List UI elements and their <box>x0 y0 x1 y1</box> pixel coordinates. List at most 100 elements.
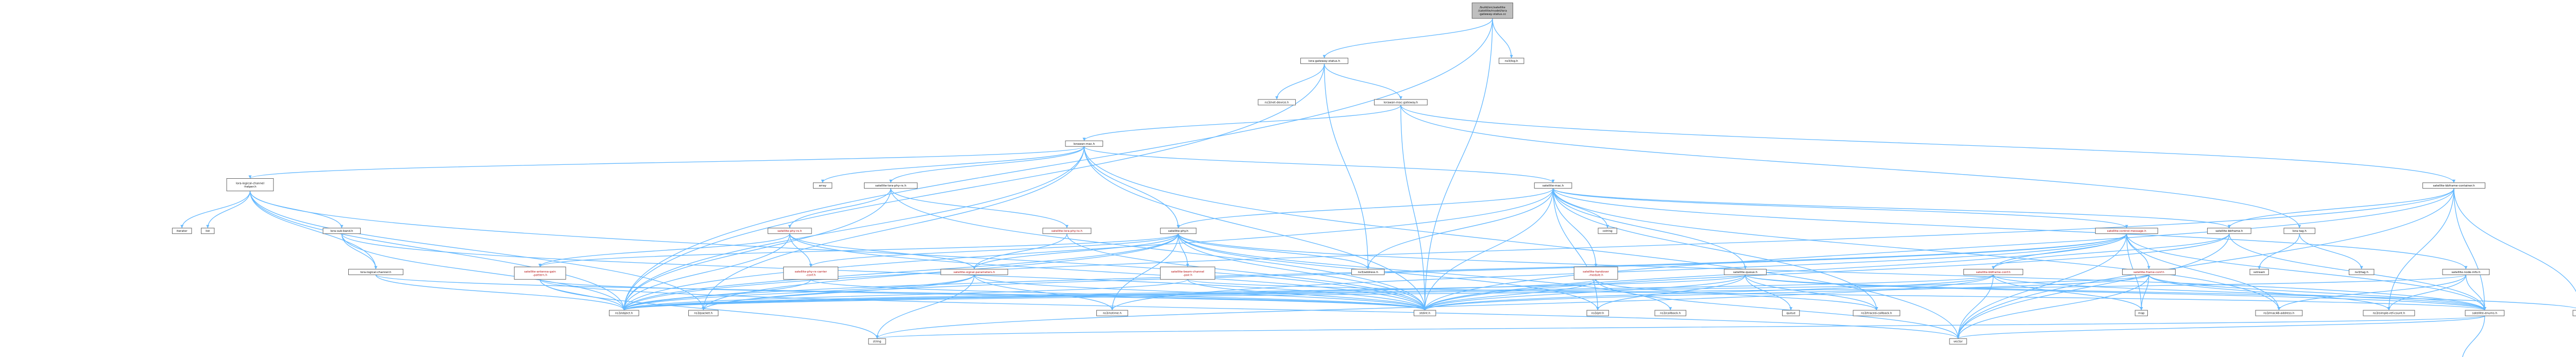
node-sfc[interactable]: satellite-frame-conf.h <box>2122 269 2176 275</box>
edge-sbbconf-to-vector <box>1957 275 1994 339</box>
node-snode[interactable]: satellite-node-info.h <box>2442 269 2490 275</box>
node-label: satellite-bbframe-container.h <box>2433 184 2475 188</box>
node-slpr[interactable]: satellite-lora-phy-rx.h <box>864 182 918 189</box>
node-shm[interactable]: satellite-handover-module.h <box>1573 266 1618 280</box>
edge-arrowhead <box>1323 55 1326 58</box>
edge-sbf-to-vector <box>1957 233 2230 339</box>
edge-lmg-to-ltag <box>1400 105 2300 228</box>
node-srcount[interactable]: ns3/simple-ref-count.h <box>2363 310 2415 316</box>
node-root[interactable]: /build/src/satellite/satellite/model/lor… <box>1471 3 1514 19</box>
node-cstring[interactable]: cstring <box>1598 228 1617 234</box>
node-box <box>609 310 639 316</box>
node-box <box>172 228 192 234</box>
node-vector[interactable]: vector <box>1949 338 1967 345</box>
node-lsb[interactable]: lora-sub-band.h <box>323 228 361 234</box>
edge-lmg-to-sbfc <box>1400 105 2454 183</box>
node-label: ns3/address.h <box>1358 271 1379 274</box>
node-nstime[interactable]: ns3/nstime.h <box>1096 310 1128 316</box>
dependency-edges <box>180 18 2576 357</box>
node-deque[interactable]: deque <box>2572 310 2576 316</box>
node-sphy[interactable]: satellite-phy.h <box>1160 228 1197 234</box>
node-label: ns3/ptr.h <box>1591 312 1604 315</box>
edge-arrowhead <box>1110 307 1114 311</box>
node-box <box>868 338 886 345</box>
edge-sfc-to-map <box>2141 275 2149 311</box>
node-packet[interactable]: ns3/packet.h <box>688 310 719 316</box>
node-sbbconf[interactable]: satellite-bbframe-conf.h <box>1963 269 2023 275</box>
edge-sphy-to-nsobj <box>623 233 1179 311</box>
node-string[interactable]: string <box>868 338 886 345</box>
node-sstream[interactable]: sstream <box>2249 269 2269 275</box>
node-sbfc[interactable]: satellite-bbframe-container.h <box>2422 182 2485 189</box>
node-box <box>1471 3 1514 19</box>
edge-squeue-to-ptr <box>1597 275 1746 311</box>
node-box <box>864 182 918 189</box>
edge-sbfc-to-senums <box>2453 188 2485 311</box>
node-log[interactable]: ns3/log.h <box>1499 58 1524 64</box>
node-label: satellite-frame-conf.h <box>2133 271 2164 274</box>
node-tag[interactable]: ns3/tag.h <box>2349 269 2375 275</box>
node-queue[interactable]: queue <box>1782 310 1800 316</box>
edge-sbfc-to-deque <box>2453 188 2576 293</box>
edge-sprx-to-stdint <box>789 233 1426 311</box>
node-lmg[interactable]: lorawan-mac-gateway.h <box>1374 99 1428 106</box>
node-lgs[interactable]: lora-gateway-status.h <box>1300 58 1348 64</box>
edge-arrowhead <box>809 264 812 267</box>
edge-lmac-to-packet <box>703 146 1084 311</box>
node-iterator[interactable]: iterator <box>172 228 192 234</box>
edge-sbbconf-to-map <box>1993 275 2142 311</box>
edge-lgs-to-netdev <box>1276 63 1325 100</box>
edge-smac-to-cstring <box>1552 188 1608 228</box>
node-map[interactable]: map <box>2134 310 2148 316</box>
node-label: lora-logical-channel <box>236 182 264 185</box>
node-box <box>2572 310 2576 316</box>
node-llch[interactable]: lora-logical-channel-helper.h <box>226 178 274 192</box>
node-squeue[interactable]: satellite-queue.h <box>1724 269 1767 275</box>
node-slpt[interactable]: satellite-lora-phy-tx.h <box>1042 228 1092 234</box>
node-stdint[interactable]: stdint.h <box>1414 310 1436 316</box>
node-cb[interactable]: ns3/callback.h <box>1654 310 1686 316</box>
node-list[interactable]: list <box>201 228 215 234</box>
node-ltag[interactable]: lora-tag.h <box>2283 228 2315 234</box>
node-label: satellite-queue.h <box>1733 271 1758 274</box>
node-sbf[interactable]: satellite-bbframe.h <box>2207 228 2251 234</box>
edge-arrowhead <box>1551 179 1555 183</box>
node-tcb[interactable]: ns3/traced-callback.h <box>1853 310 1901 316</box>
node-array[interactable]: array <box>813 182 833 189</box>
edge-arrowhead <box>1875 307 1878 311</box>
node-box <box>1573 266 1618 280</box>
node-label: -helper.h <box>244 185 257 189</box>
node-label: satellite-lora-phy-rx.h <box>875 184 907 188</box>
edge-smac-to-squeue <box>1552 188 1746 269</box>
node-lmac[interactable]: lorawan-mac.h <box>1065 140 1104 147</box>
node-label: cstring <box>1603 230 1613 233</box>
node-sbcp[interactable]: satellite-beam-channel-pair.h <box>1160 266 1215 280</box>
node-nsobj[interactable]: ns3/object.h <box>609 310 639 316</box>
node-mac48[interactable]: ns3/mac48-address.h <box>2255 310 2303 316</box>
edge-sfc-to-nsobj <box>623 274 2149 311</box>
node-sprcc[interactable]: satellite-phy-rx-carrier-conf.h <box>783 266 839 280</box>
node-smac[interactable]: satellite-mac.h <box>1534 182 1572 189</box>
node-sprx[interactable]: satellite-phy-rx.h <box>768 228 812 234</box>
node-ptr[interactable]: ns3/ptr.h <box>1586 310 1609 316</box>
node-sagp[interactable]: satellite-antenna-gain-pattern.h <box>514 266 566 280</box>
edge-smac-to-nsobj <box>623 188 1554 311</box>
node-box <box>2207 228 2251 234</box>
node-label: vector <box>1954 341 1963 344</box>
node-scm[interactable]: satellite-control-message.h <box>2095 228 2158 234</box>
node-senums[interactable]: satellite-enums.h <box>2465 310 2505 316</box>
node-label: satellite-control-message.h <box>2107 230 2147 233</box>
edge-root-to-nsobj <box>623 18 1493 311</box>
node-box <box>768 228 812 234</box>
edge-lmg-to-stdint <box>1400 105 1426 311</box>
node-llc[interactable]: lora-logical-channel.h <box>348 269 403 275</box>
node-ipv4[interactable]: ns3/address.h <box>1351 269 1385 275</box>
edge-arrowhead <box>2147 266 2150 269</box>
node-box <box>2349 269 2375 275</box>
node-netdev[interactable]: ns3/net-device.h <box>1258 99 1296 106</box>
edge-senums-to-string <box>876 315 2485 339</box>
node-ssp[interactable]: satellite-signal-parameters.h <box>940 269 1008 275</box>
node-label: satellite-enums.h <box>2472 312 2498 315</box>
edge-slpt-to-stdint <box>1066 233 1426 311</box>
edge-llch-to-list <box>207 191 251 228</box>
